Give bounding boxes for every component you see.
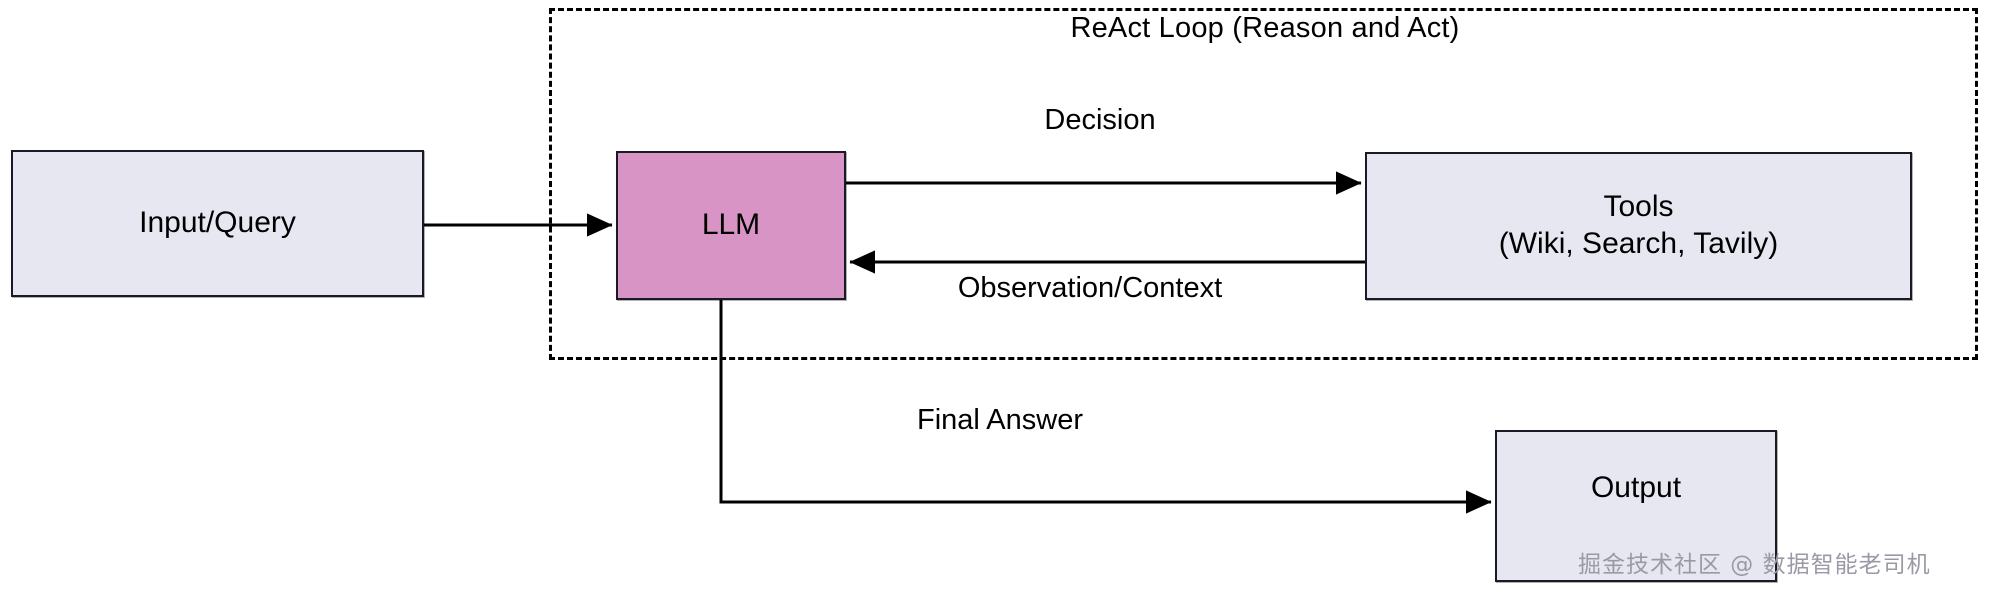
node-output-label: Output xyxy=(1590,470,1682,504)
node-input-query-label: Input/Query xyxy=(139,206,296,240)
node-llm-label: LLM xyxy=(701,208,761,242)
node-output[interactable]: Output xyxy=(1495,430,1777,582)
node-tools[interactable]: Tools (Wiki, Search, Tavily) xyxy=(1365,152,1912,300)
edge-label-final-answer: Final Answer xyxy=(916,404,1083,436)
node-input-query[interactable]: Input/Query xyxy=(11,150,424,297)
edge-label-decision: Decision xyxy=(1044,104,1156,136)
react-loop-group-label: ReAct Loop (Reason and Act) xyxy=(1070,12,1460,44)
node-llm[interactable]: LLM xyxy=(616,151,846,300)
node-tools-label: Tools (Wiki, Search, Tavily) xyxy=(1498,190,1779,260)
watermark-text: 掘金技术社区 @ 数据智能老司机 xyxy=(1578,552,1931,578)
edge-label-observation-context: Observation/Context xyxy=(957,272,1223,304)
